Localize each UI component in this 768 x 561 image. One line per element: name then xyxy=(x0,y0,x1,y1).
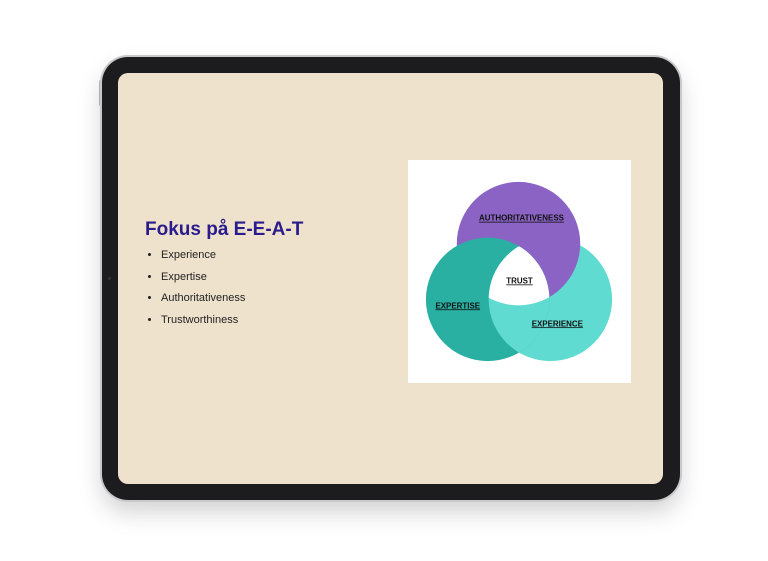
volume-button xyxy=(142,55,160,58)
volume-button xyxy=(167,55,185,58)
side-button xyxy=(99,80,102,106)
slide-title: Fokus på E-E-A-T xyxy=(145,219,304,240)
bullet-item: Expertise xyxy=(161,267,245,289)
bullet-item: Authoritativeness xyxy=(161,288,245,310)
slide-screen: Fokus på E-E-A-T Experience Expertise Au… xyxy=(118,73,663,484)
bullet-list: Experience Expertise Authoritativeness T… xyxy=(146,245,245,332)
camera-dot xyxy=(108,277,111,280)
bullet-item: Experience xyxy=(161,245,245,267)
authoritativeness-label: AUTHORITATIVENESS xyxy=(479,214,564,223)
trust-label: TRUST xyxy=(506,276,533,285)
bullet-item: Trustworthiness xyxy=(161,310,245,332)
eeat-venn-diagram: AUTHORITATIVENESS TRUST EXPERTISE EXPERI… xyxy=(408,160,631,383)
experience-label: EXPERIENCE xyxy=(532,319,583,328)
expertise-label: EXPERTISE xyxy=(435,301,480,310)
